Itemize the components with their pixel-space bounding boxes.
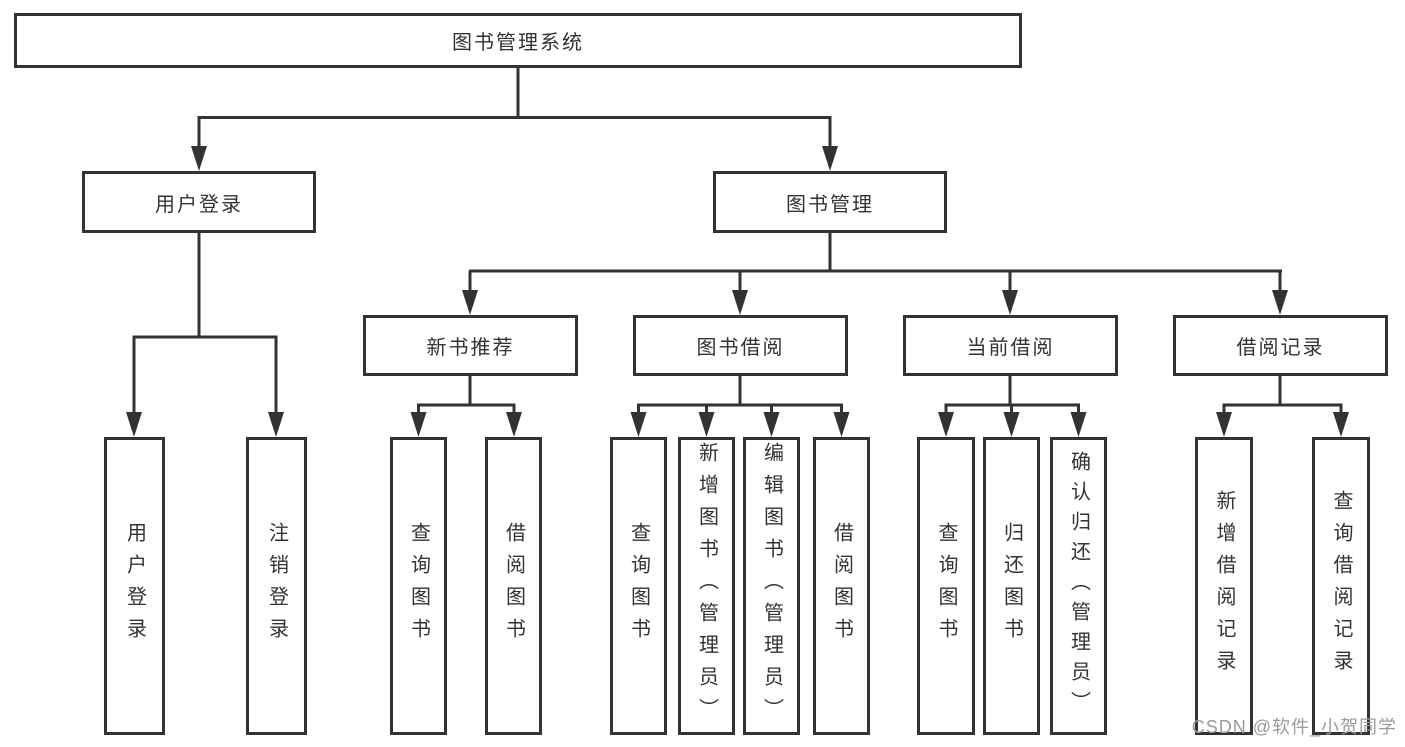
node-current-borrow: 当前借阅 <box>903 315 1118 376</box>
leaf-current-query: 查询图书 <box>917 437 975 735</box>
node-label: 注销登录 <box>265 522 288 650</box>
leaf-borrow-add-admin: 新增图书（管理员） <box>678 437 735 735</box>
node-label: 用户登录 <box>123 522 146 650</box>
node-label: 图书借阅 <box>696 337 785 359</box>
node-user-login: 用户登录 <box>82 171 316 233</box>
leaf-current-confirm-admin: 确认归还（管理员） <box>1050 437 1107 735</box>
connector-userlogin-to-leaves <box>126 233 284 437</box>
node-label: 查询借阅记录 <box>1330 490 1352 682</box>
node-label: 查询图书 <box>627 522 650 650</box>
leaf-records-add: 新增借阅记录 <box>1195 437 1253 735</box>
node-label: 图书管理系统 <box>452 32 584 54</box>
leaf-borrow-borrow: 借阅图书 <box>813 437 870 735</box>
leaf-newbook-borrow: 借阅图书 <box>485 437 542 735</box>
node-root-system: 图书管理系统 <box>14 13 1022 68</box>
connector-newbook-to-leaves <box>410 376 522 437</box>
node-label: 新书推荐 <box>426 337 515 359</box>
node-label: 查询图书 <box>935 522 957 650</box>
leaf-records-query: 查询借阅记录 <box>1312 437 1370 735</box>
node-label: 借阅记录 <box>1236 337 1325 359</box>
leaf-current-return: 归还图书 <box>983 437 1040 735</box>
connector-borrow-to-leaves <box>630 376 850 437</box>
node-label: 当前借阅 <box>966 337 1055 359</box>
node-book-management: 图书管理 <box>713 171 947 233</box>
node-label: 查询图书 <box>407 522 430 650</box>
node-book-borrow: 图书借阅 <box>633 315 848 376</box>
leaf-user-login: 用户登录 <box>104 437 165 735</box>
node-label: 借阅图书 <box>830 522 853 650</box>
leaf-logout: 注销登录 <box>246 437 307 735</box>
node-label: 借阅图书 <box>502 522 525 650</box>
node-label: 图书管理 <box>786 193 874 216</box>
node-label: 归还图书 <box>1000 522 1023 650</box>
node-label: 用户登录 <box>155 193 243 216</box>
connector-root-to-level2 <box>191 68 838 171</box>
connector-records-to-leaves <box>1216 376 1349 437</box>
csdn-watermark: CSDN @软件_小贺同学 <box>1191 717 1397 737</box>
leaf-borrow-edit-admin: 编辑图书（管理员） <box>743 437 800 735</box>
connector-current-to-leaves <box>938 376 1087 437</box>
node-borrow-records: 借阅记录 <box>1173 315 1388 376</box>
connector-bookmgmt-to-level3 <box>462 233 1288 315</box>
node-new-book-recommend: 新书推荐 <box>363 315 578 376</box>
leaf-newbook-query: 查询图书 <box>390 437 447 735</box>
leaf-borrow-query: 查询图书 <box>610 437 667 735</box>
node-label: 确认归还（管理员） <box>1067 451 1090 721</box>
node-label: 编辑图书（管理员） <box>760 442 783 730</box>
node-label: 新增借阅记录 <box>1213 490 1235 682</box>
node-label: 新增图书（管理员） <box>695 442 718 730</box>
